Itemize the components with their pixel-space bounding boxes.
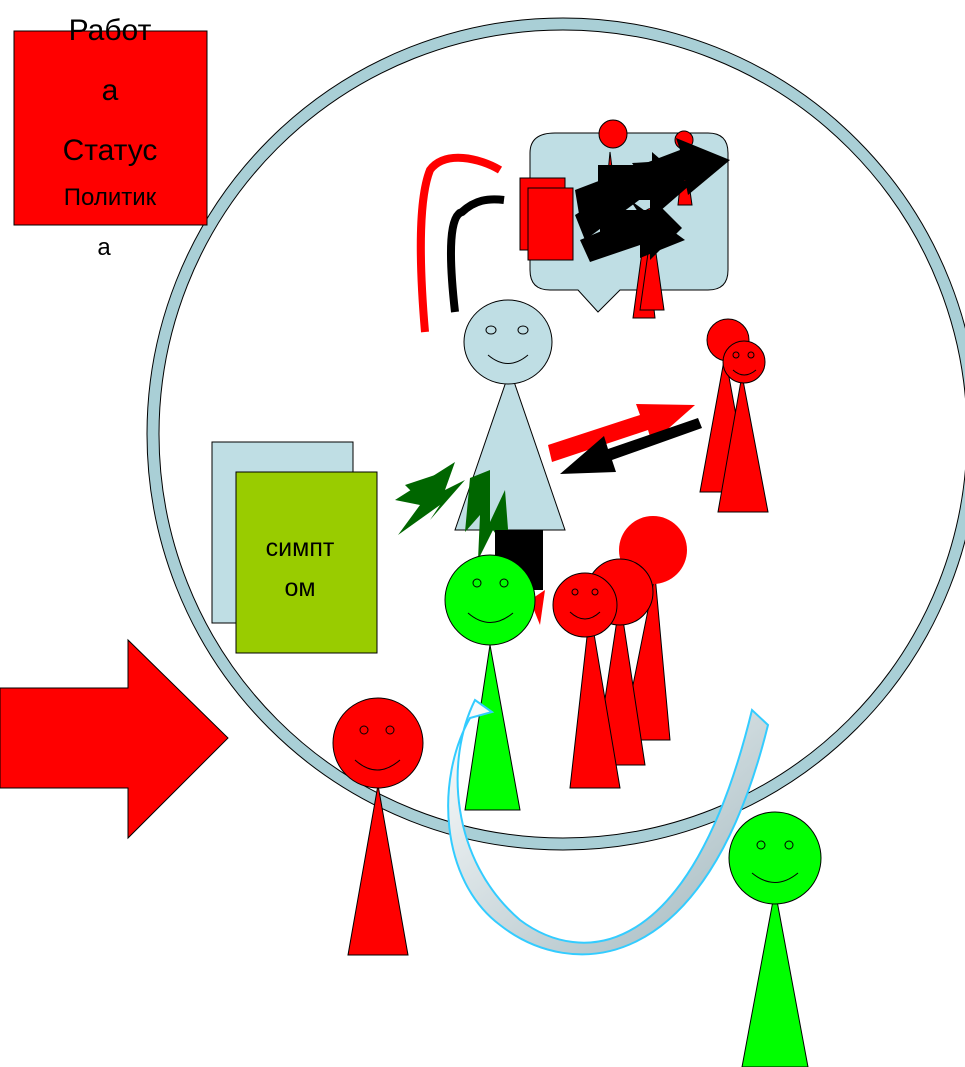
smiley-face-icon	[332, 697, 424, 789]
symptom-card	[235, 471, 378, 654]
green-person-inside	[444, 554, 536, 811]
smiley-face-icon	[728, 811, 822, 905]
symptom-label-line1: симпт	[266, 534, 335, 562]
red-thought-line	[416, 153, 503, 333]
red-person-entering	[332, 697, 424, 956]
smiley-face-icon	[463, 299, 553, 385]
exchange-arrows	[548, 404, 702, 474]
box-label-line2: а	[102, 74, 119, 107]
black-thought-line	[446, 195, 505, 313]
speech-bubble-icon	[519, 119, 730, 319]
box-label-line3: Статус	[63, 134, 158, 167]
bubble-arrows	[575, 138, 730, 262]
big-right-arrow-icon	[0, 638, 229, 840]
box-label-line1: Работ	[69, 14, 152, 47]
red-people-group	[552, 516, 687, 789]
symptom-documents: симпт ом	[211, 441, 378, 654]
symptom-label-line2: ом	[284, 574, 315, 602]
box-label-line5: а	[97, 234, 111, 261]
right-red-people	[699, 318, 769, 513]
green-person-outside	[728, 811, 822, 1067]
smiley-face-icon	[722, 340, 766, 384]
bubble-document	[527, 187, 574, 261]
box-label-line4: Политик	[64, 184, 157, 211]
community-circle	[147, 18, 965, 850]
work-status-politics-box: Работ а Статус Политик а	[13, 14, 208, 261]
transition-curve-arrow	[447, 698, 770, 956]
smiley-face-icon	[444, 554, 536, 646]
smiley-face-icon	[552, 572, 618, 638]
